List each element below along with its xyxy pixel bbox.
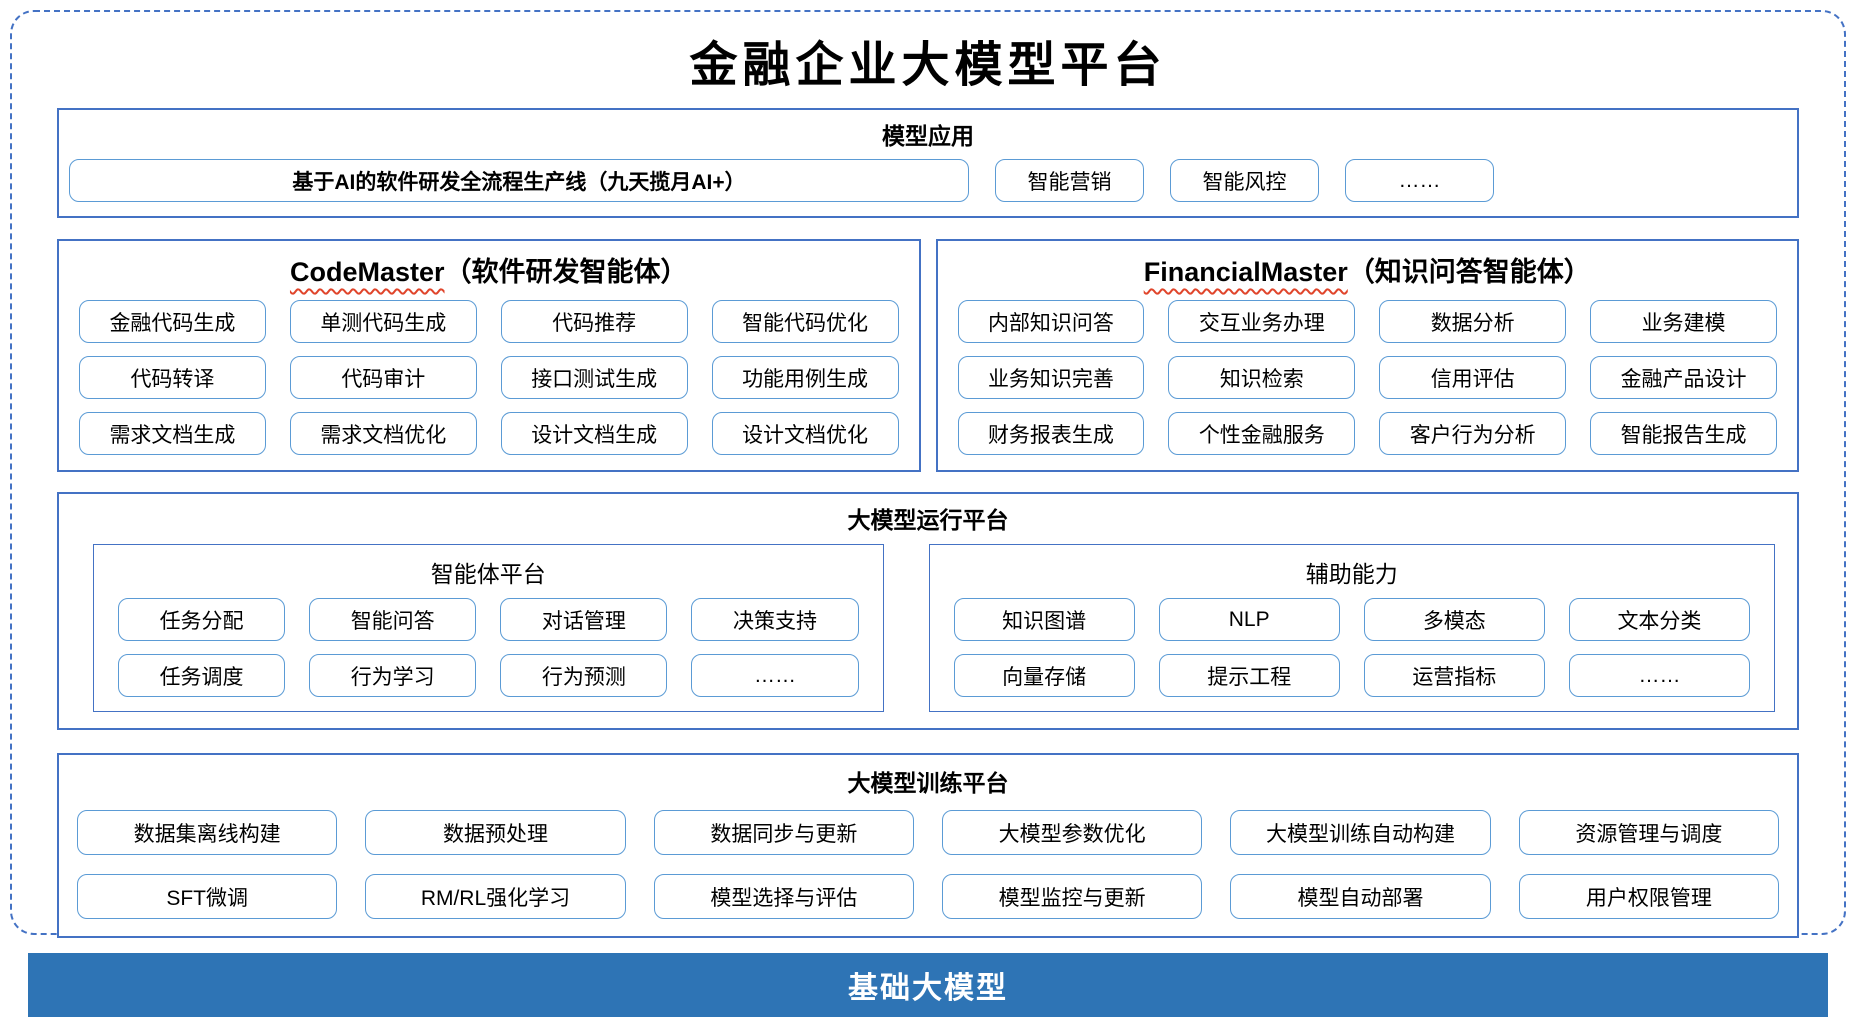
section-model-applications: 模型应用 基于AI的软件研发全流程生产线（九天揽月AI+） 智能营销 智能风控 … <box>57 108 1799 218</box>
capability-box: 对话管理 <box>500 598 668 641</box>
subsection-auxiliary-capabilities: 辅助能力 知识图谱 NLP 多模态 文本分类 向量存储 提示工程 运营指标 …… <box>928 544 1775 712</box>
code-master-name: CodeMaster <box>289 257 445 287</box>
capability-box: 知识图谱 <box>953 598 1135 641</box>
capability-box: 向量存储 <box>953 654 1135 697</box>
capability-box: 用户权限管理 <box>1518 874 1779 919</box>
capability-box: 单测代码生成 <box>289 300 477 343</box>
capability-box: 数据同步与更新 <box>653 810 914 855</box>
foundation-model-bar: 基础大模型 <box>28 953 1828 1017</box>
capability-box: 代码转译 <box>79 356 266 399</box>
capability-box: 模型自动部署 <box>1230 874 1491 919</box>
agents-row: CodeMaster（软件研发智能体） 金融代码生成 单测代码生成 代码推荐 智… <box>57 239 1799 472</box>
capability-box: 智能问答 <box>309 598 477 641</box>
app-box: 智能风控 <box>1170 159 1319 202</box>
subsection-header: 辅助能力 <box>1305 561 1398 587</box>
capability-box: 数据集离线构建 <box>77 810 338 855</box>
capability-box: 功能用例生成 <box>711 356 899 399</box>
capability-box: SFT微调 <box>77 874 338 919</box>
capability-box: 智能报告生成 <box>1590 412 1777 455</box>
section-header: 模型应用 <box>882 123 974 149</box>
capability-box: 模型选择与评估 <box>653 874 914 919</box>
capability-box: 交互业务办理 <box>1168 300 1356 343</box>
app-box: 智能营销 <box>995 159 1144 202</box>
code-master-subtitle: （软件研发智能体） <box>444 257 688 287</box>
capability-box: 运营指标 <box>1363 654 1545 697</box>
app-box: …… <box>1345 159 1494 202</box>
capability-box: 知识检索 <box>1168 356 1356 399</box>
capability-box: 提示工程 <box>1158 654 1340 697</box>
code-master-grid: 金融代码生成 单测代码生成 代码推荐 智能代码优化 代码转译 代码审计 接口测试… <box>79 300 899 455</box>
capability-box: 信用评估 <box>1379 356 1567 399</box>
platform-outer-frame: 金融企业大模型平台 模型应用 基于AI的软件研发全流程生产线（九天揽月AI+） … <box>10 10 1846 938</box>
capability-box: 接口测试生成 <box>500 356 688 399</box>
auxiliary-grid: 知识图谱 NLP 多模态 文本分类 向量存储 提示工程 运营指标 …… <box>953 598 1750 697</box>
capability-box: 大模型参数优化 <box>942 810 1203 855</box>
agent-platform-grid: 任务分配 智能问答 对话管理 决策支持 任务调度 行为学习 行为预测 …… <box>118 598 859 697</box>
financial-master-name: FinancialMaster <box>1143 257 1348 287</box>
section-runtime-platform: 大模型运行平台 智能体平台 任务分配 智能问答 对话管理 决策支持 任务调度 行… <box>57 492 1799 730</box>
section-training-platform: 大模型训练平台 数据集离线构建 数据预处理 数据同步与更新 大模型参数优化 大模… <box>57 753 1799 938</box>
financial-master-title: FinancialMaster（知识问答智能体） <box>958 250 1778 289</box>
capability-box: 代码审计 <box>289 356 477 399</box>
capability-box: 个性金融服务 <box>1168 412 1356 455</box>
capability-box: 文本分类 <box>1568 598 1750 641</box>
section-financial-master: FinancialMaster（知识问答智能体） 内部知识问答 交互业务办理 数… <box>935 239 1799 472</box>
subsection-agent-platform: 智能体平台 任务分配 智能问答 对话管理 决策支持 任务调度 行为学习 行为预测… <box>93 544 884 712</box>
financial-master-subtitle: （知识问答智能体） <box>1347 257 1591 287</box>
code-master-title: CodeMaster（软件研发智能体） <box>79 250 899 289</box>
capability-box: 设计文档生成 <box>500 412 688 455</box>
app-box-pipeline: 基于AI的软件研发全流程生产线（九天揽月AI+） <box>69 159 969 202</box>
capability-box: NLP <box>1158 598 1340 641</box>
capability-box: 代码推荐 <box>500 300 688 343</box>
applications-row: 基于AI的软件研发全流程生产线（九天揽月AI+） 智能营销 智能风控 …… <box>59 155 1797 202</box>
capability-box: RM/RL强化学习 <box>365 874 626 919</box>
capability-box: 任务调度 <box>118 654 286 697</box>
runtime-row: 智能体平台 任务分配 智能问答 对话管理 决策支持 任务调度 行为学习 行为预测… <box>59 539 1797 712</box>
section-code-master: CodeMaster（软件研发智能体） 金融代码生成 单测代码生成 代码推荐 智… <box>57 239 921 472</box>
capability-box: 决策支持 <box>691 598 859 641</box>
capability-box: 业务建模 <box>1590 300 1777 343</box>
capability-box: 需求文档优化 <box>289 412 477 455</box>
capability-box: 资源管理与调度 <box>1518 810 1779 855</box>
capability-box: 设计文档优化 <box>711 412 899 455</box>
training-grid: 数据集离线构建 数据预处理 数据同步与更新 大模型参数优化 大模型训练自动构建 … <box>77 810 1779 919</box>
capability-box: …… <box>1568 654 1750 697</box>
capability-box: 行为预测 <box>500 654 668 697</box>
capability-box: 任务分配 <box>118 598 286 641</box>
capability-box: 客户行为分析 <box>1379 412 1567 455</box>
capability-box: 行为学习 <box>309 654 477 697</box>
capability-box: 多模态 <box>1363 598 1545 641</box>
financial-master-grid: 内部知识问答 交互业务办理 数据分析 业务建模 业务知识完善 知识检索 信用评估… <box>957 300 1777 455</box>
capability-box: 金融产品设计 <box>1590 356 1777 399</box>
foundation-model-label: 基础大模型 <box>848 972 1008 1005</box>
section-header: 大模型运行平台 <box>847 507 1009 533</box>
capability-box: 财务报表生成 <box>957 412 1145 455</box>
section-header: 大模型训练平台 <box>847 770 1009 796</box>
capability-box: 数据预处理 <box>365 810 626 855</box>
capability-box: …… <box>691 654 859 697</box>
capability-box: 大模型训练自动构建 <box>1230 810 1491 855</box>
capability-box: 模型监控与更新 <box>942 874 1203 919</box>
capability-box: 智能代码优化 <box>711 300 899 343</box>
page-title: 金融企业大模型平台 <box>689 37 1167 93</box>
capability-box: 数据分析 <box>1379 300 1567 343</box>
subsection-header: 智能体平台 <box>430 561 546 587</box>
capability-box: 业务知识完善 <box>957 356 1145 399</box>
capability-box: 需求文档生成 <box>79 412 266 455</box>
capability-box: 内部知识问答 <box>957 300 1145 343</box>
capability-box: 金融代码生成 <box>79 300 266 343</box>
